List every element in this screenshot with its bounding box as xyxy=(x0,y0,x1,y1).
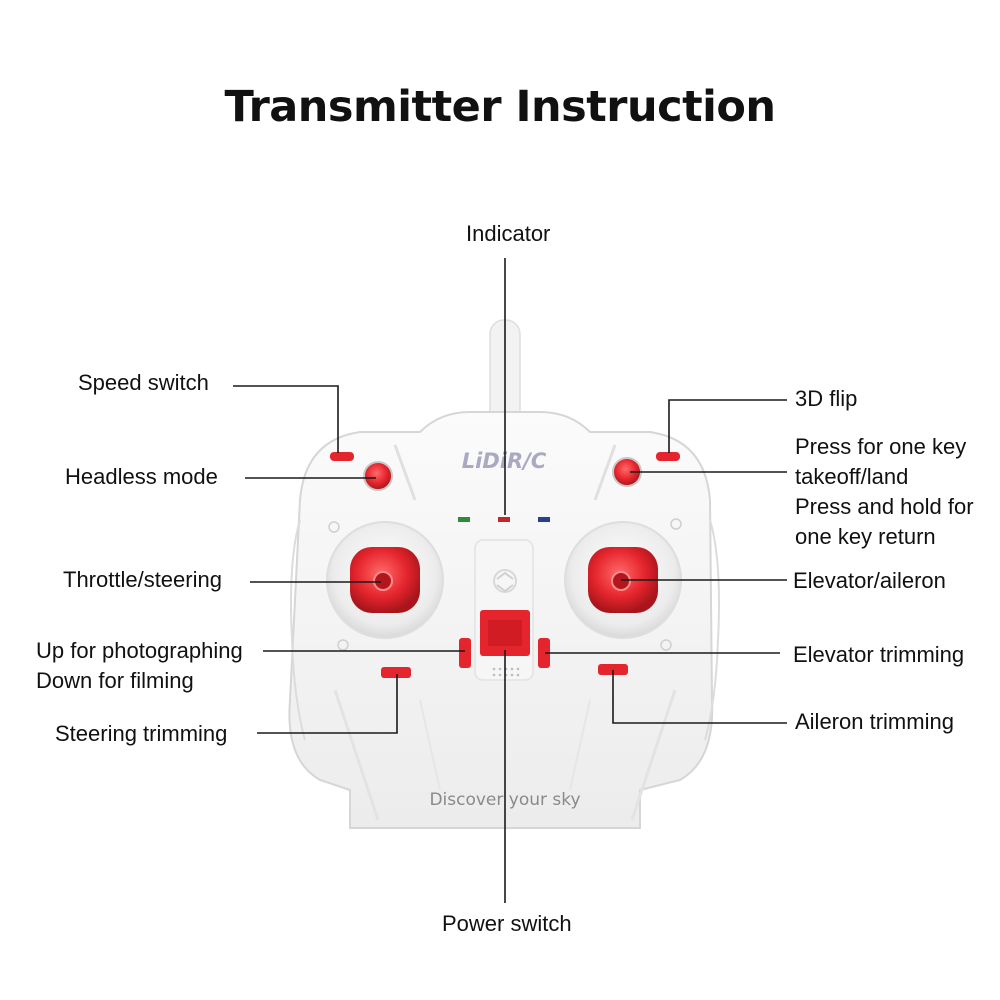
leader-lines xyxy=(233,258,787,903)
label-throttle-steering: Throttle/steering xyxy=(63,567,222,592)
label-speed-switch: Speed switch xyxy=(78,370,209,395)
photo-video-switch[interactable] xyxy=(459,638,471,668)
label-one-key-line4: one key return xyxy=(795,524,936,549)
indicator-green-led xyxy=(458,517,470,522)
elevator-trim-button[interactable] xyxy=(538,638,550,668)
label-one-key-line3: Press and hold for xyxy=(795,494,974,519)
left-joystick[interactable] xyxy=(326,521,444,639)
flip-3d-button[interactable] xyxy=(656,452,680,461)
speed-switch-button[interactable] xyxy=(330,452,354,461)
label-indicator: Indicator xyxy=(466,221,551,246)
steering-trim-button[interactable] xyxy=(381,667,411,678)
headless-mode-button[interactable] xyxy=(363,461,393,491)
label-one-key-line1: Press for one key xyxy=(795,434,967,459)
label-aileron-trimming: Aileron trimming xyxy=(795,709,954,734)
label-3d-flip: 3D flip xyxy=(795,386,858,411)
label-elevator-aileron: Elevator/aileron xyxy=(793,568,946,593)
page-title: Transmitter Instruction xyxy=(224,82,776,132)
label-photo-line2: Down for filming xyxy=(36,668,194,693)
power-switch[interactable] xyxy=(480,610,530,656)
label-elevator-trimming: Elevator trimming xyxy=(793,642,965,667)
label-one-key-line2: takeoff/land xyxy=(795,464,909,489)
label-headless-mode: Headless mode xyxy=(65,464,218,489)
label-steering-trimming: Steering trimming xyxy=(55,721,228,746)
indicator-blue-led xyxy=(538,517,550,522)
label-power-switch: Power switch xyxy=(442,911,572,936)
indicator-red-led xyxy=(498,517,510,522)
aileron-trim-button[interactable] xyxy=(598,664,628,675)
label-photo-line1: Up for photographing xyxy=(36,638,243,663)
